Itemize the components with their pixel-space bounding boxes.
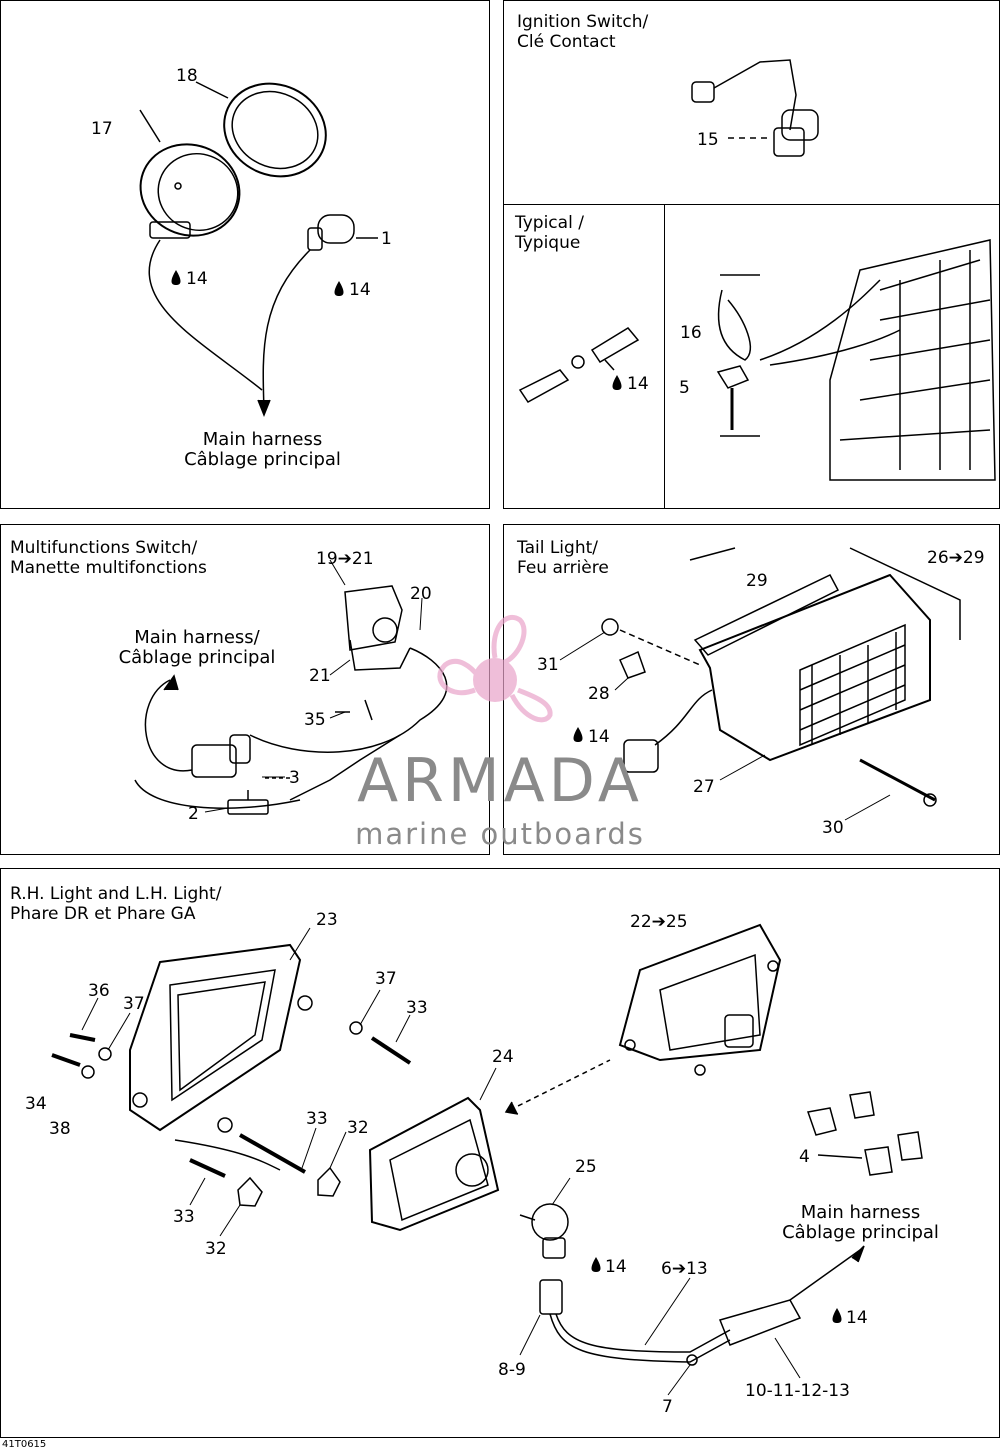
leader-lines [81, 237, 891, 1396]
headlight-housing-23 [129, 943, 313, 1171]
part-label-20: 20 [410, 584, 432, 604]
part-label-33-b: 33 [306, 1109, 328, 1129]
watermark-tagline: marine outboards [355, 817, 645, 851]
part-label-17: 17 [91, 119, 113, 139]
armada-logo-icon [437, 615, 553, 723]
headlight-assembly [139, 81, 327, 418]
part-label-32-b: 32 [205, 1239, 227, 1259]
bulb-25-harness [519, 1203, 865, 1366]
clips-4 [807, 1091, 923, 1176]
part-label-24: 24 [492, 1047, 514, 1067]
headlight-24 [368, 1059, 611, 1232]
part-label-22-25: 22➔25 [630, 912, 688, 932]
part-label-21: 21 [309, 666, 331, 686]
headlight-22-25 [618, 923, 782, 1076]
part-label-31: 31 [537, 655, 559, 675]
part-label-37-a: 37 [123, 994, 145, 1014]
part-label-14-d: 14 [588, 727, 610, 747]
part-label-14-b: 14 [349, 280, 371, 300]
part-label-28: 28 [588, 684, 610, 704]
part-label-29: 29 [746, 571, 768, 591]
main-harness-label-2: Main harness/Câblage principal [118, 627, 276, 668]
typical-connector [518, 327, 640, 403]
frame-mount [716, 239, 996, 481]
part-label-25: 25 [575, 1157, 597, 1177]
part-label-1: 1 [381, 229, 392, 249]
ignition-switch-title: Ignition Switch/Clé Contact [517, 12, 649, 52]
part-label-32-a: 32 [347, 1118, 369, 1138]
part-label-38: 38 [49, 1119, 71, 1139]
part-label-26-29: 26➔29 [927, 548, 985, 568]
bulb-1 [307, 214, 378, 251]
part-label-23: 23 [316, 910, 338, 930]
grease-drop-icons-4 [591, 1257, 842, 1323]
part-label-14-a: 14 [186, 269, 208, 289]
part-label-33-a: 33 [406, 998, 428, 1018]
part-label-4: 4 [799, 1147, 810, 1167]
grease-drop-icons [171, 270, 344, 296]
panel-headlight [0, 0, 490, 509]
part-label-37-b: 37 [375, 969, 397, 989]
part-label-27: 27 [693, 777, 715, 797]
multifunction-switch-title: Multifunctions Switch/Manette multifonct… [10, 538, 207, 578]
part-label-14-c: 14 [627, 374, 649, 394]
tail-light-part [601, 547, 961, 807]
ignition-switch-part [691, 59, 819, 157]
multifunction-switch-part [134, 585, 448, 815]
part-label-18: 18 [176, 66, 198, 86]
part-label-3: 3 [289, 768, 300, 788]
part-label-35: 35 [304, 710, 326, 730]
part-label-14-e: 14 [605, 1257, 627, 1277]
figure-reference: 41T0615 [2, 1439, 47, 1450]
typical-title: Typical /Typique [515, 213, 584, 253]
part-label-6-13: 6➔13 [661, 1259, 708, 1279]
part-label-36: 36 [88, 981, 110, 1001]
part-label-8-9: 8-9 [498, 1360, 526, 1380]
part-label-10-13: 10-11-12-13 [745, 1381, 850, 1401]
part-label-16: 16 [680, 323, 702, 343]
watermark-brand: ARMADA [357, 746, 643, 816]
part-label-30: 30 [822, 818, 844, 838]
part-label-2: 2 [188, 804, 199, 824]
tail-light-title: Tail Light/Feu arrière [517, 538, 609, 578]
part-label-19-21: 19➔21 [316, 549, 374, 569]
grease-drop-icons-2 [612, 375, 622, 390]
part-label-5: 5 [679, 378, 690, 398]
part-label-33-c: 33 [173, 1207, 195, 1227]
part-label-7: 7 [662, 1397, 673, 1417]
fasteners [51, 1021, 412, 1207]
grease-drop-icons-3 [573, 727, 583, 742]
part-label-34: 34 [25, 1094, 47, 1114]
part-label-15: 15 [697, 130, 719, 150]
rh-lh-light-title: R.H. Light and L.H. Light/Phare DR et Ph… [10, 884, 222, 924]
part-label-14-f: 14 [846, 1308, 868, 1328]
